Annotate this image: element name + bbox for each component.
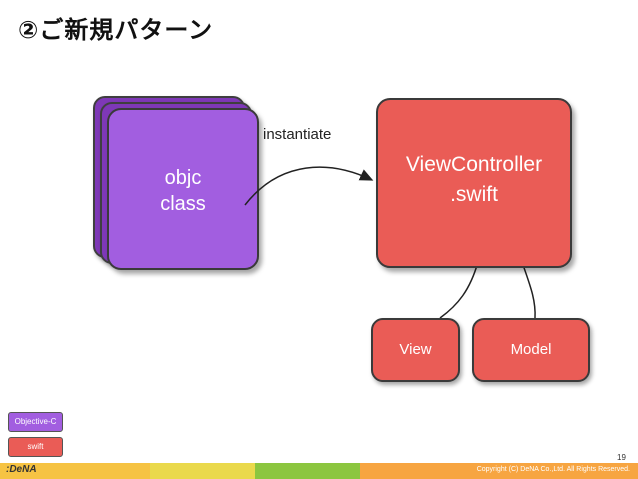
model-box: Model	[472, 318, 590, 382]
view-label: View	[399, 341, 432, 358]
footer-bar	[0, 463, 638, 479]
objc-label-line1: objc	[164, 167, 202, 189]
footer-segment	[150, 463, 255, 479]
dena-logo: :DeNA	[6, 464, 37, 475]
objc-label-line2: class	[160, 193, 206, 215]
footer-segment	[255, 463, 360, 479]
instantiate-label: instantiate	[263, 126, 332, 143]
vc-label-line2: .swift	[450, 183, 498, 206]
page-number: 19	[617, 453, 626, 462]
view-box: View	[371, 318, 460, 382]
legend-objc: Objective-C	[8, 412, 63, 432]
model-label: Model	[510, 341, 552, 358]
vc-label-line1: ViewController	[405, 153, 543, 176]
objc-class-box: objc class	[107, 108, 259, 270]
slide-title: ②ご新規パターン	[18, 16, 214, 44]
legend-swift: swift	[8, 437, 63, 457]
view-link	[439, 261, 479, 319]
footer-segment	[0, 463, 150, 479]
footer-segment	[465, 463, 638, 479]
view-controller-box: ViewController .swift	[376, 98, 572, 268]
model-link	[521, 261, 536, 319]
footer-segment	[360, 463, 465, 479]
copyright-text: Copyright (C) DeNA Co.,Ltd. All Rights R…	[476, 466, 630, 473]
instantiate-arrow	[244, 166, 374, 206]
